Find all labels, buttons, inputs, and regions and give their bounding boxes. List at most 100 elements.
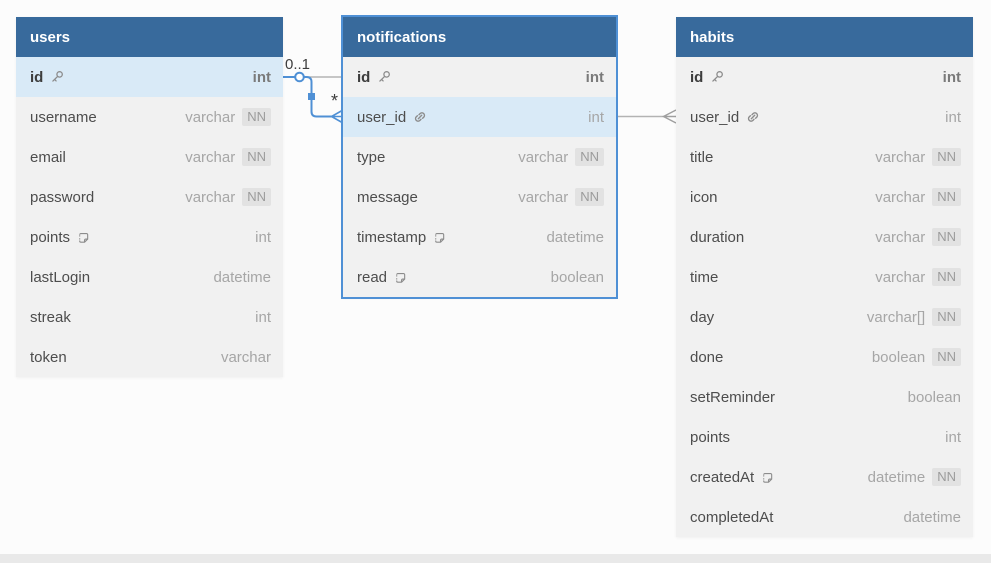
column-type: int: [588, 108, 604, 126]
column-row-done[interactable]: done boolean NN: [676, 337, 973, 377]
foreign-key-icon: [746, 110, 760, 124]
table-header-notifications[interactable]: notifications: [343, 17, 616, 57]
column-name: icon: [690, 188, 718, 206]
column-type: varchar: [185, 148, 236, 166]
column-name: lastLogin: [30, 268, 91, 286]
column-type: varchar: [220, 348, 271, 366]
column-type: int: [255, 308, 271, 326]
column-row-password[interactable]: password varchar NN: [16, 177, 283, 217]
cardinality-label-target: *: [331, 91, 339, 111]
column-name: id: [690, 68, 704, 86]
column-name: type: [357, 148, 386, 166]
table-header-users[interactable]: users: [16, 17, 283, 57]
note-icon: [761, 471, 774, 484]
not-null-badge: NN: [932, 147, 961, 167]
primary-key-icon: [377, 70, 391, 84]
not-null-badge: NN: [932, 187, 961, 207]
column-name: points: [690, 428, 731, 446]
column-row-type[interactable]: type varchar NN: [343, 137, 616, 177]
column-name: time: [690, 268, 719, 286]
column-row-token[interactable]: token varchar: [16, 337, 283, 377]
table-header-habits[interactable]: habits: [676, 17, 973, 57]
horizontal-scrollbar-track[interactable]: [0, 554, 991, 563]
column-name: read: [357, 268, 388, 286]
not-null-badge: NN: [932, 347, 961, 367]
column-name: streak: [30, 308, 71, 326]
column-name: duration: [690, 228, 745, 246]
column-name: completedAt: [690, 508, 774, 526]
column-row-id[interactable]: id int: [343, 57, 616, 97]
foreign-key-icon: [413, 110, 427, 124]
not-null-badge: NN: [242, 107, 271, 127]
primary-key-icon: [710, 70, 724, 84]
column-name: password: [30, 188, 95, 206]
relationship-users-notifications[interactable]: [283, 71, 344, 124]
column-name: user_id: [357, 108, 407, 126]
column-type: datetime: [213, 268, 271, 286]
column-type: int: [945, 428, 961, 446]
not-null-badge: NN: [932, 267, 961, 287]
column-name: id: [357, 68, 371, 86]
column-name: user_id: [690, 108, 740, 126]
column-name: token: [30, 348, 67, 366]
not-null-badge: NN: [575, 187, 604, 207]
column-row-completedAt[interactable]: completedAt datetime: [676, 497, 973, 537]
column-row-streak[interactable]: streak int: [16, 297, 283, 337]
column-type: datetime: [546, 228, 604, 246]
column-row-points[interactable]: points int: [16, 217, 283, 257]
column-type: datetime: [903, 508, 961, 526]
zero-or-one-circle-icon: [294, 71, 305, 83]
column-type: int: [585, 68, 604, 86]
column-name: points: [30, 228, 71, 246]
note-icon: [433, 231, 446, 244]
not-null-badge: NN: [932, 227, 961, 247]
column-type: varchar: [185, 188, 236, 206]
column-type: int: [252, 68, 271, 86]
column-row-lastLogin[interactable]: lastLogin datetime: [16, 257, 283, 297]
column-name: timestamp: [357, 228, 427, 246]
column-row-user_id[interactable]: user_id int: [343, 97, 616, 137]
cardinality-label-source: 0..1: [285, 56, 311, 73]
column-name: done: [690, 348, 724, 366]
column-type: boolean: [871, 348, 926, 366]
column-name: title: [690, 148, 714, 166]
column-type: varchar[]: [866, 308, 926, 326]
column-type: int: [942, 68, 961, 86]
not-null-badge: NN: [575, 147, 604, 167]
column-row-points[interactable]: points int: [676, 417, 973, 457]
column-row-day[interactable]: day varchar[] NN: [676, 297, 973, 337]
not-null-badge: NN: [242, 147, 271, 167]
column-row-title[interactable]: title varchar NN: [676, 137, 973, 177]
not-null-badge: NN: [932, 467, 961, 487]
column-name: createdAt: [690, 468, 755, 486]
table-title: users: [30, 28, 71, 46]
column-type: boolean: [907, 388, 961, 406]
column-type: varchar: [518, 148, 569, 166]
note-icon: [77, 231, 90, 244]
crow-foot-icon: [329, 109, 344, 124]
column-name: day: [690, 308, 715, 326]
column-row-id[interactable]: id int: [676, 57, 973, 97]
column-type: varchar: [185, 108, 236, 126]
not-null-badge: NN: [242, 187, 271, 207]
not-null-badge: NN: [932, 307, 961, 327]
column-type: varchar: [518, 188, 569, 206]
column-type: varchar: [875, 148, 926, 166]
column-row-timestamp[interactable]: timestamp datetime: [343, 217, 616, 257]
column-type: int: [255, 228, 271, 246]
